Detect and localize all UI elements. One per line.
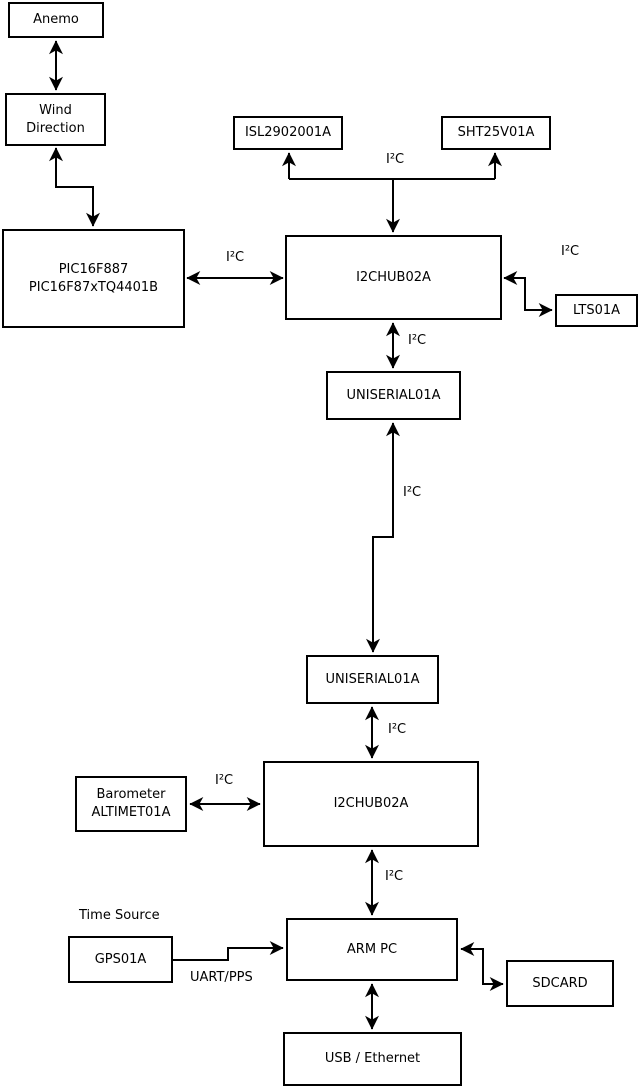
- node-usb-ethernet: USB / Ethernet: [283, 1032, 462, 1086]
- edge-label-i2c-uniserial-link: I²C: [403, 485, 422, 500]
- edge-label-i2c-uniserial-hub-bottom: I²C: [388, 722, 407, 737]
- node-uniserial01a-top: UNISERIAL01A: [326, 371, 461, 420]
- node-sht25v01a: SHT25V01A: [441, 116, 551, 150]
- edge-label-i2c-hub-uniserial-top: I²C: [408, 333, 427, 348]
- edge-label-i2c-hub-lts: I²C: [561, 244, 580, 259]
- edge-label-i2c-pic-hub: I²C: [226, 250, 245, 265]
- edge-i2chub-top-lts: [503, 271, 553, 317]
- edge-uniserial-top-uniserial-bottom: [366, 422, 400, 653]
- edge-label-uart-pps: UART/PPS: [190, 970, 253, 985]
- node-pic16f887: PIC16F887 PIC16F87xTQ4401B: [2, 229, 185, 328]
- node-uniserial01a-bottom: UNISERIAL01A: [306, 655, 439, 704]
- node-wind-direction: Wind Direction: [5, 93, 106, 146]
- edge-armpc-sdcard: [460, 942, 504, 991]
- node-sdcard: SDCARD: [506, 960, 614, 1007]
- node-barometer-altimet01a: Barometer ALTIMET01A: [75, 776, 187, 832]
- edge-winddirection-pic: [49, 147, 100, 227]
- node-gps01a: GPS01A: [68, 936, 173, 983]
- node-lts01a: LTS01A: [555, 294, 638, 327]
- node-isl2902001a: ISL2902001A: [233, 116, 343, 150]
- edge-label-i2c-barometer-hub: I²C: [215, 773, 234, 788]
- node-arm-pc: ARM PC: [286, 918, 458, 981]
- edge-label-i2c-hub-armpc: I²C: [385, 869, 404, 884]
- node-i2chub02a-bottom: I2CHUB02A: [263, 761, 479, 847]
- node-i2chub02a-top: I2CHUB02A: [285, 235, 502, 320]
- edge-label-i2c-sensor-bus: I²C: [386, 152, 405, 167]
- node-anemo: Anemo: [8, 2, 104, 38]
- edge-gps-armpc: [173, 941, 284, 961]
- edge-label-time-source: Time Source: [79, 908, 160, 923]
